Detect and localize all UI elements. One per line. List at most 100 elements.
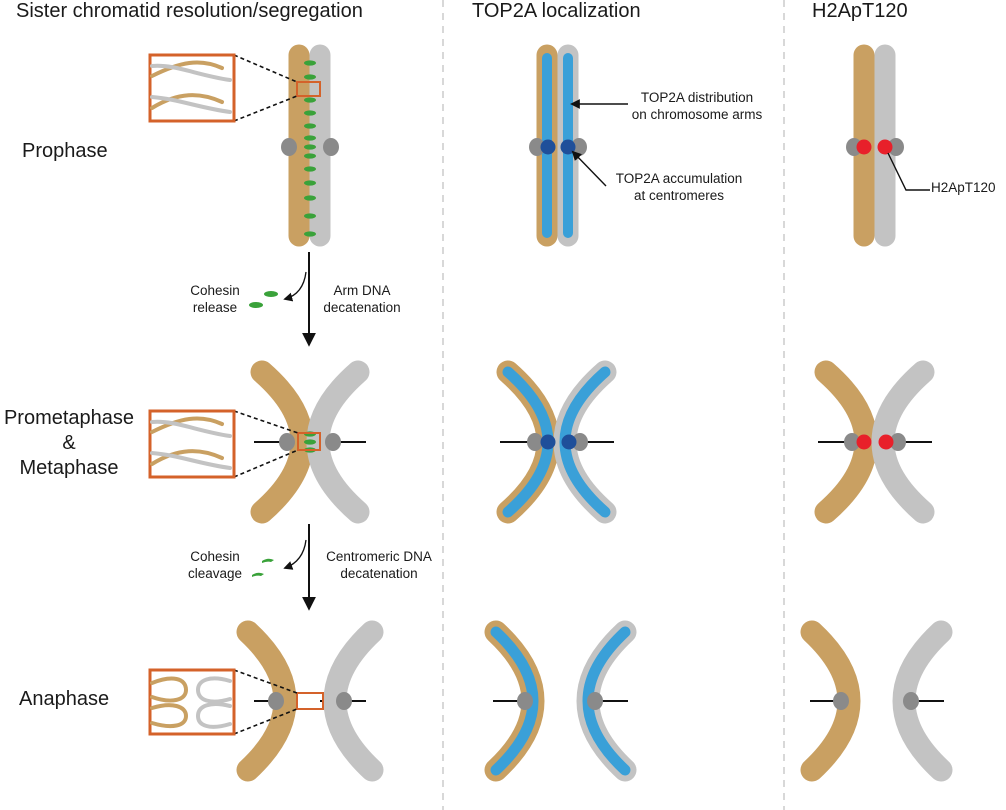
cohesin-ring [304,144,316,150]
centromere-left [529,138,545,156]
h2apt120-label: H2ApT120 [931,180,996,195]
released-cohesin [264,291,278,297]
dna-loop-grey [195,702,232,729]
col1-prophase-chromosome [281,44,339,247]
top2a-accumulation-line1: TOP2A accumulation [615,171,743,186]
catenated-dna [150,416,232,470]
column-title-h2a: H2ApT120 [812,0,908,22]
top2a-distribution-line2: on chromosome arms [631,107,763,122]
centromere-left [527,433,543,451]
phase-prometaphase-label: Prometaphase [3,407,135,429]
h2apt120-centromere-left [856,139,872,155]
dna-strand-grey [150,451,232,470]
centromere-right [325,433,341,451]
col1-anaphase-inset [148,668,298,736]
col3-prophase-chromosome [846,44,930,247]
cohesin-ring [304,153,316,159]
cohesin-rings [304,60,316,237]
column-title-resolution: Sister chromatid resolution/segregation [16,0,363,22]
cohesin-ring [304,439,316,445]
dna-loop-grey [195,676,232,704]
dna-strand-tan [150,93,224,110]
centromere-left [517,692,533,710]
release-curve [283,271,307,302]
arm-decatenation-line2: decatenation [323,300,401,315]
col1-prometaphase-inset [148,409,299,479]
chromatid-left [250,360,314,524]
dna-strand-grey [150,63,232,82]
h2apt120-centromere-right [878,434,894,450]
cohesin-ring [304,166,316,172]
centromere-right [323,138,339,156]
cleavage-curve [283,539,307,570]
zoom-line-bottom [233,95,298,122]
pointer-accumulation [571,150,607,187]
col1-arrow-2 [252,524,316,611]
zoom-box-small [297,432,321,451]
centromere-left [281,138,297,156]
dna-strand-tan [150,60,224,78]
zoom-box-small [296,692,324,710]
cleaved-cohesin-fragment [252,572,264,577]
chromatid-left [236,620,297,782]
released-cohesin [249,302,263,308]
centromere-right [888,138,904,156]
cohesin-ring [304,60,316,66]
centromeric-decatenation-line1: Centromeric DNA [326,549,432,564]
phase-prometaphase-metaphase: Prometaphase & Metaphase [0,406,138,481]
dna-loop-tan [150,676,189,703]
catenated-dna [150,60,232,114]
chromatid-right [306,360,370,524]
arm-decatenation-line1: Arm DNA [333,283,391,298]
h2apt120-centromere-right [877,139,893,155]
col1-prometaphase-chromosome [250,360,370,524]
column-dividers [442,0,785,810]
cohesin-release-line1: Cohesin [190,283,240,298]
cohesin-ring [304,231,316,237]
phase-metaphase-label: Metaphase [19,457,119,479]
cohesin-ring [304,180,316,186]
top2a-accumulation-line2: at centromeres [633,188,725,203]
cohesin-ring [304,135,316,141]
centromere-right [903,692,919,710]
col2-prophase-chromosome [529,44,628,247]
centromeric-decatenation-line2: decatenation [340,566,418,581]
col1-prophase-inset [148,53,298,123]
phase-prophase: Prophase [22,140,108,162]
col1-anaphase-chromosomes [236,620,384,782]
cleaved-cohesin-fragment [262,558,274,563]
top2a-centromere-left [540,434,556,450]
phase-ampersand-label: & [62,432,76,454]
col3-prometaphase-chromosome [814,360,935,524]
centromere-right [587,692,603,710]
h2apt120-centromere-left [856,434,872,450]
centromere-left [844,433,860,451]
centromere-right [572,433,588,451]
col2-anaphase-chromosomes [484,620,637,782]
cohesin-ring [304,74,316,80]
cohesin-ring [304,110,316,116]
top2a-centromere-right [561,434,577,450]
centromere-left [833,692,849,710]
dna-loop-tan [150,703,189,729]
zoom-line-bottom [233,708,298,735]
cohesin-cleavage-line1: Cohesin [190,549,240,564]
dna-strand-grey [150,419,232,438]
centromere-right [890,433,906,451]
centromere-left [279,433,295,451]
zoom-line-top [233,54,298,83]
top2a-distribution-label: TOP2A distribution on chromosome arms [622,89,772,123]
arm-decatenation-label: Arm DNA decatenation [314,282,410,316]
centromere-right [336,692,352,710]
zoom-line-top [233,410,299,434]
cohesin-ring [304,97,316,103]
pointer-h2apt120 [887,152,930,191]
top2a-centromere-left [540,139,556,155]
chromatid-right [323,620,384,782]
cohesin-ring [304,195,316,201]
cleaved-cohesin [252,558,274,577]
centromere-left [268,692,284,710]
dna-strand-grey [150,95,232,114]
cohesin-ring [304,123,316,129]
